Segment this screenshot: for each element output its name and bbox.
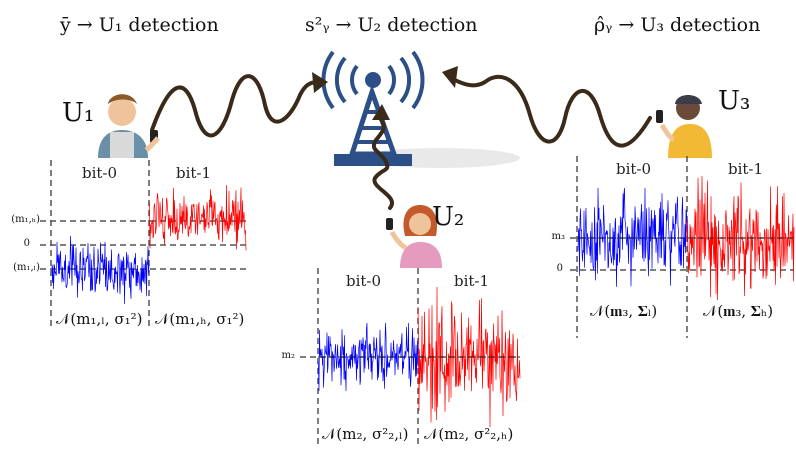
u2-bit0-signal [317, 322, 419, 392]
header-u1-detection: ȳ → U₁ detection [60, 14, 219, 36]
u3-bit0-waveform [577, 187, 688, 287]
u2-bit1-label: bit-1 [454, 272, 490, 290]
u1-bit0-label: bit-0 [82, 164, 118, 182]
u2-tick-mean: m₂ [281, 350, 296, 361]
u3-bit1-signal [686, 175, 795, 301]
u1-bit1-waveform [148, 184, 247, 251]
header-u2-detection: s²ᵧ → U₂ detection [305, 14, 478, 36]
u1-bit0-signal [51, 235, 150, 305]
u2-bit1-waveform [417, 286, 521, 428]
u2-dist-high: 𝒩(m₂, σ²₂,ₕ) [424, 425, 514, 443]
u1-tick-low: (m₁,ₗ) [13, 262, 40, 273]
u1-bit1-signal [148, 184, 247, 251]
u1-bit0-waveform [51, 235, 150, 305]
u3-dist-high: 𝒩(𝐦₃, 𝚺ₕ) [703, 302, 774, 320]
signal-arrow-u1 [150, 72, 328, 138]
u1-bit1-label: bit-1 [176, 164, 212, 182]
u1-tick-high: (m₁,ₕ) [11, 214, 40, 225]
signal-arrow-u3 [442, 66, 652, 148]
u1-dist-high: 𝒩(m₁,ₕ, σ₁²) [155, 310, 245, 328]
user3-icon [656, 95, 712, 158]
user1-label: U₁ [62, 98, 95, 128]
header-u3-detection: ρ̂ᵧ → U₃ detection [594, 14, 761, 36]
u2-bit1-signal [417, 286, 521, 428]
u1-dist-low: 𝒩(m₁,ₗ, σ₁²) [56, 310, 143, 328]
u3-bit1-waveform [686, 175, 795, 301]
u3-bit1-label: bit-1 [728, 160, 764, 178]
u1-tick-zero: 0 [23, 238, 30, 249]
signal-arrow-u2 [371, 104, 394, 210]
antenna-tower-icon [321, 50, 520, 168]
u2-dist-low: 𝒩(m₂, σ²₂,ₗ) [322, 425, 409, 443]
u2-bit0-label: bit-0 [346, 272, 382, 290]
u3-bit0-label: bit-0 [616, 160, 652, 178]
u3-tick-zero: 0 [556, 263, 563, 274]
u3-bit0-signal [577, 187, 688, 287]
user2-label: U₂ [432, 202, 465, 232]
user1-icon [98, 94, 160, 158]
user2-icon [386, 205, 442, 268]
u3-tick-mean: m₃ [551, 231, 566, 242]
u2-bit0-waveform [317, 322, 419, 392]
user3-label: U₃ [718, 86, 751, 116]
u3-dist-low: 𝒩(𝐦₃, 𝚺ₗ) [590, 302, 658, 320]
